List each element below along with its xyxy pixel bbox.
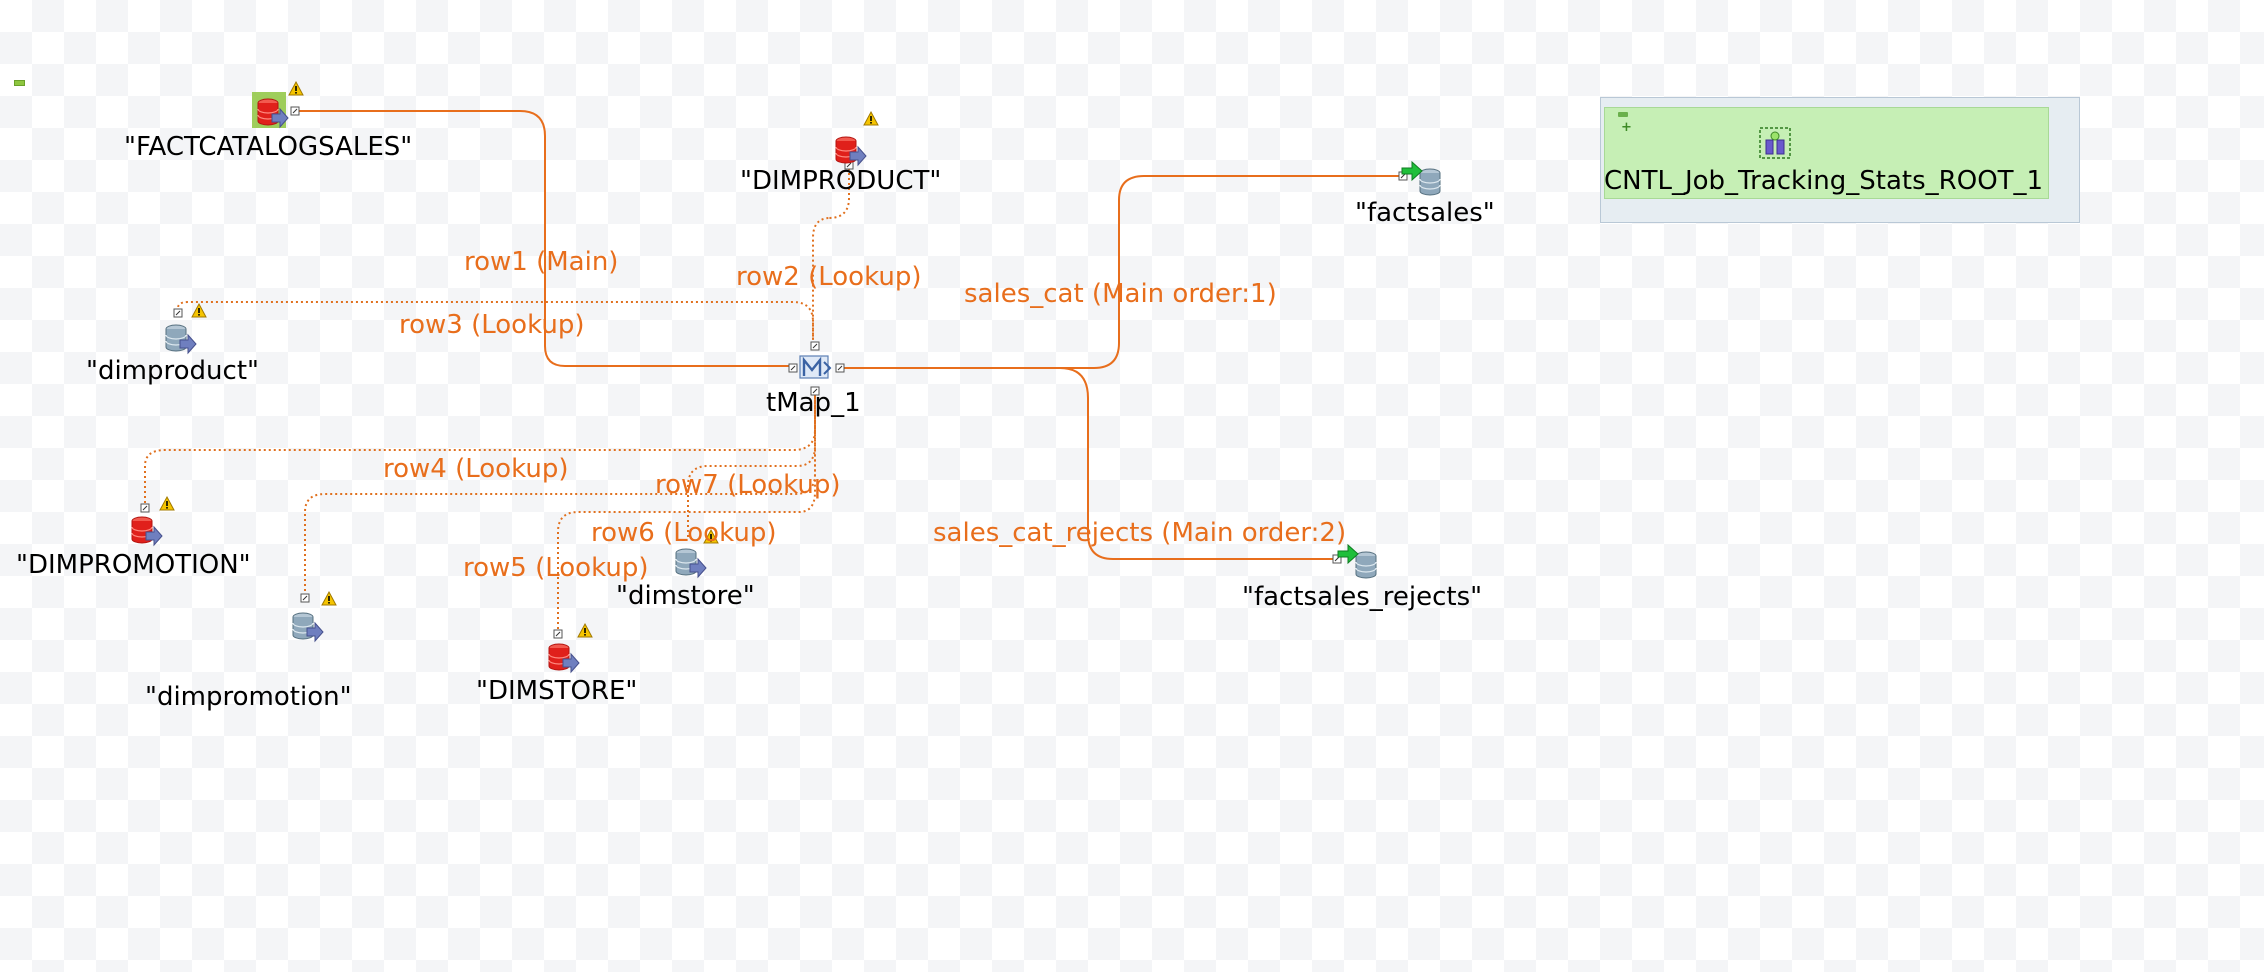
warning-icon: [159, 496, 175, 511]
cntl-job-label: CNTL_Job_Tracking_Stats_ROOT_1: [1604, 166, 2044, 196]
link-row6-lookup[interactable]: [557, 390, 816, 634]
link-sales-cat-label[interactable]: sales_cat (Main order:1): [964, 279, 1277, 309]
cntl-job-icon[interactable]: [1758, 126, 1792, 160]
warning-icon: [191, 303, 207, 318]
factsales-rejects-db-output-icon[interactable]: [1336, 543, 1382, 579]
dimproduct-lower-label: "dimproduct": [86, 356, 259, 386]
factsales-db-output-icon[interactable]: [1400, 160, 1446, 196]
dimstore-label: "DIMSTORE": [476, 676, 638, 706]
link-row2-label[interactable]: row2 (Lookup): [736, 262, 922, 292]
tmap-label: tMap_1: [766, 388, 861, 418]
dimstore-db-icon[interactable]: [543, 637, 583, 677]
link-row1-main[interactable]: [296, 110, 795, 367]
factcatalogsales-label: "FACTCATALOGSALES": [124, 132, 413, 162]
link-row3-label[interactable]: row3 (Lookup): [399, 310, 585, 340]
dimpromotion-lower-db-icon[interactable]: [287, 606, 327, 646]
factcatalogsales-db-icon[interactable]: [252, 92, 298, 132]
link-row2-lookup[interactable]: [812, 158, 850, 340]
dimproduct-db-icon[interactable]: [830, 130, 870, 170]
dimproduct-lower-db-icon[interactable]: [160, 318, 200, 358]
link-sales-cat-rejects[interactable]: [1059, 367, 1337, 560]
dimpromotion-lower-label: "dimpromotion": [145, 682, 352, 712]
dimpromotion-label: "DIMPROMOTION": [16, 550, 251, 580]
link-row1-label[interactable]: row1 (Main): [464, 247, 619, 277]
cntl-subjob-background[interactable]: [1604, 107, 2049, 199]
link-row5-label[interactable]: row5 (Lookup): [463, 553, 649, 583]
factsales-rejects-label: "factsales_rejects": [1242, 582, 1483, 612]
dimstore-lower-label: "dimstore": [616, 581, 755, 611]
warning-icon: [863, 111, 879, 126]
link-row7-label[interactable]: row7 (Lookup): [655, 470, 841, 500]
link-sales-cat-rejects-label[interactable]: sales_cat_rejects (Main order:2): [933, 518, 1347, 548]
factsales-label: "factsales": [1355, 198, 1495, 228]
link-row4-lookup[interactable]: [144, 390, 816, 508]
cntl-expand-icon[interactable]: +: [1621, 120, 1632, 135]
link-sales-cat[interactable]: [840, 175, 1405, 369]
warning-icon: [577, 623, 593, 638]
link-row5-lookup[interactable]: [304, 390, 816, 601]
dimproduct-label: "DIMPRODUCT": [740, 166, 942, 196]
dimpromotion-db-icon[interactable]: [126, 510, 166, 550]
warning-icon: [288, 81, 304, 96]
warning-icon: [321, 591, 337, 606]
link-row3-lookup[interactable]: [177, 301, 814, 340]
cntl-subjob-collapse-toggle[interactable]: [1618, 112, 1628, 117]
dimstore-lower-db-icon[interactable]: [670, 542, 710, 582]
subjob-collapse-toggle[interactable]: [14, 80, 25, 86]
tmap-icon[interactable]: [796, 350, 836, 386]
link-row6-label[interactable]: row6 (Lookup): [591, 518, 777, 548]
link-row4-label[interactable]: row4 (Lookup): [383, 454, 569, 484]
